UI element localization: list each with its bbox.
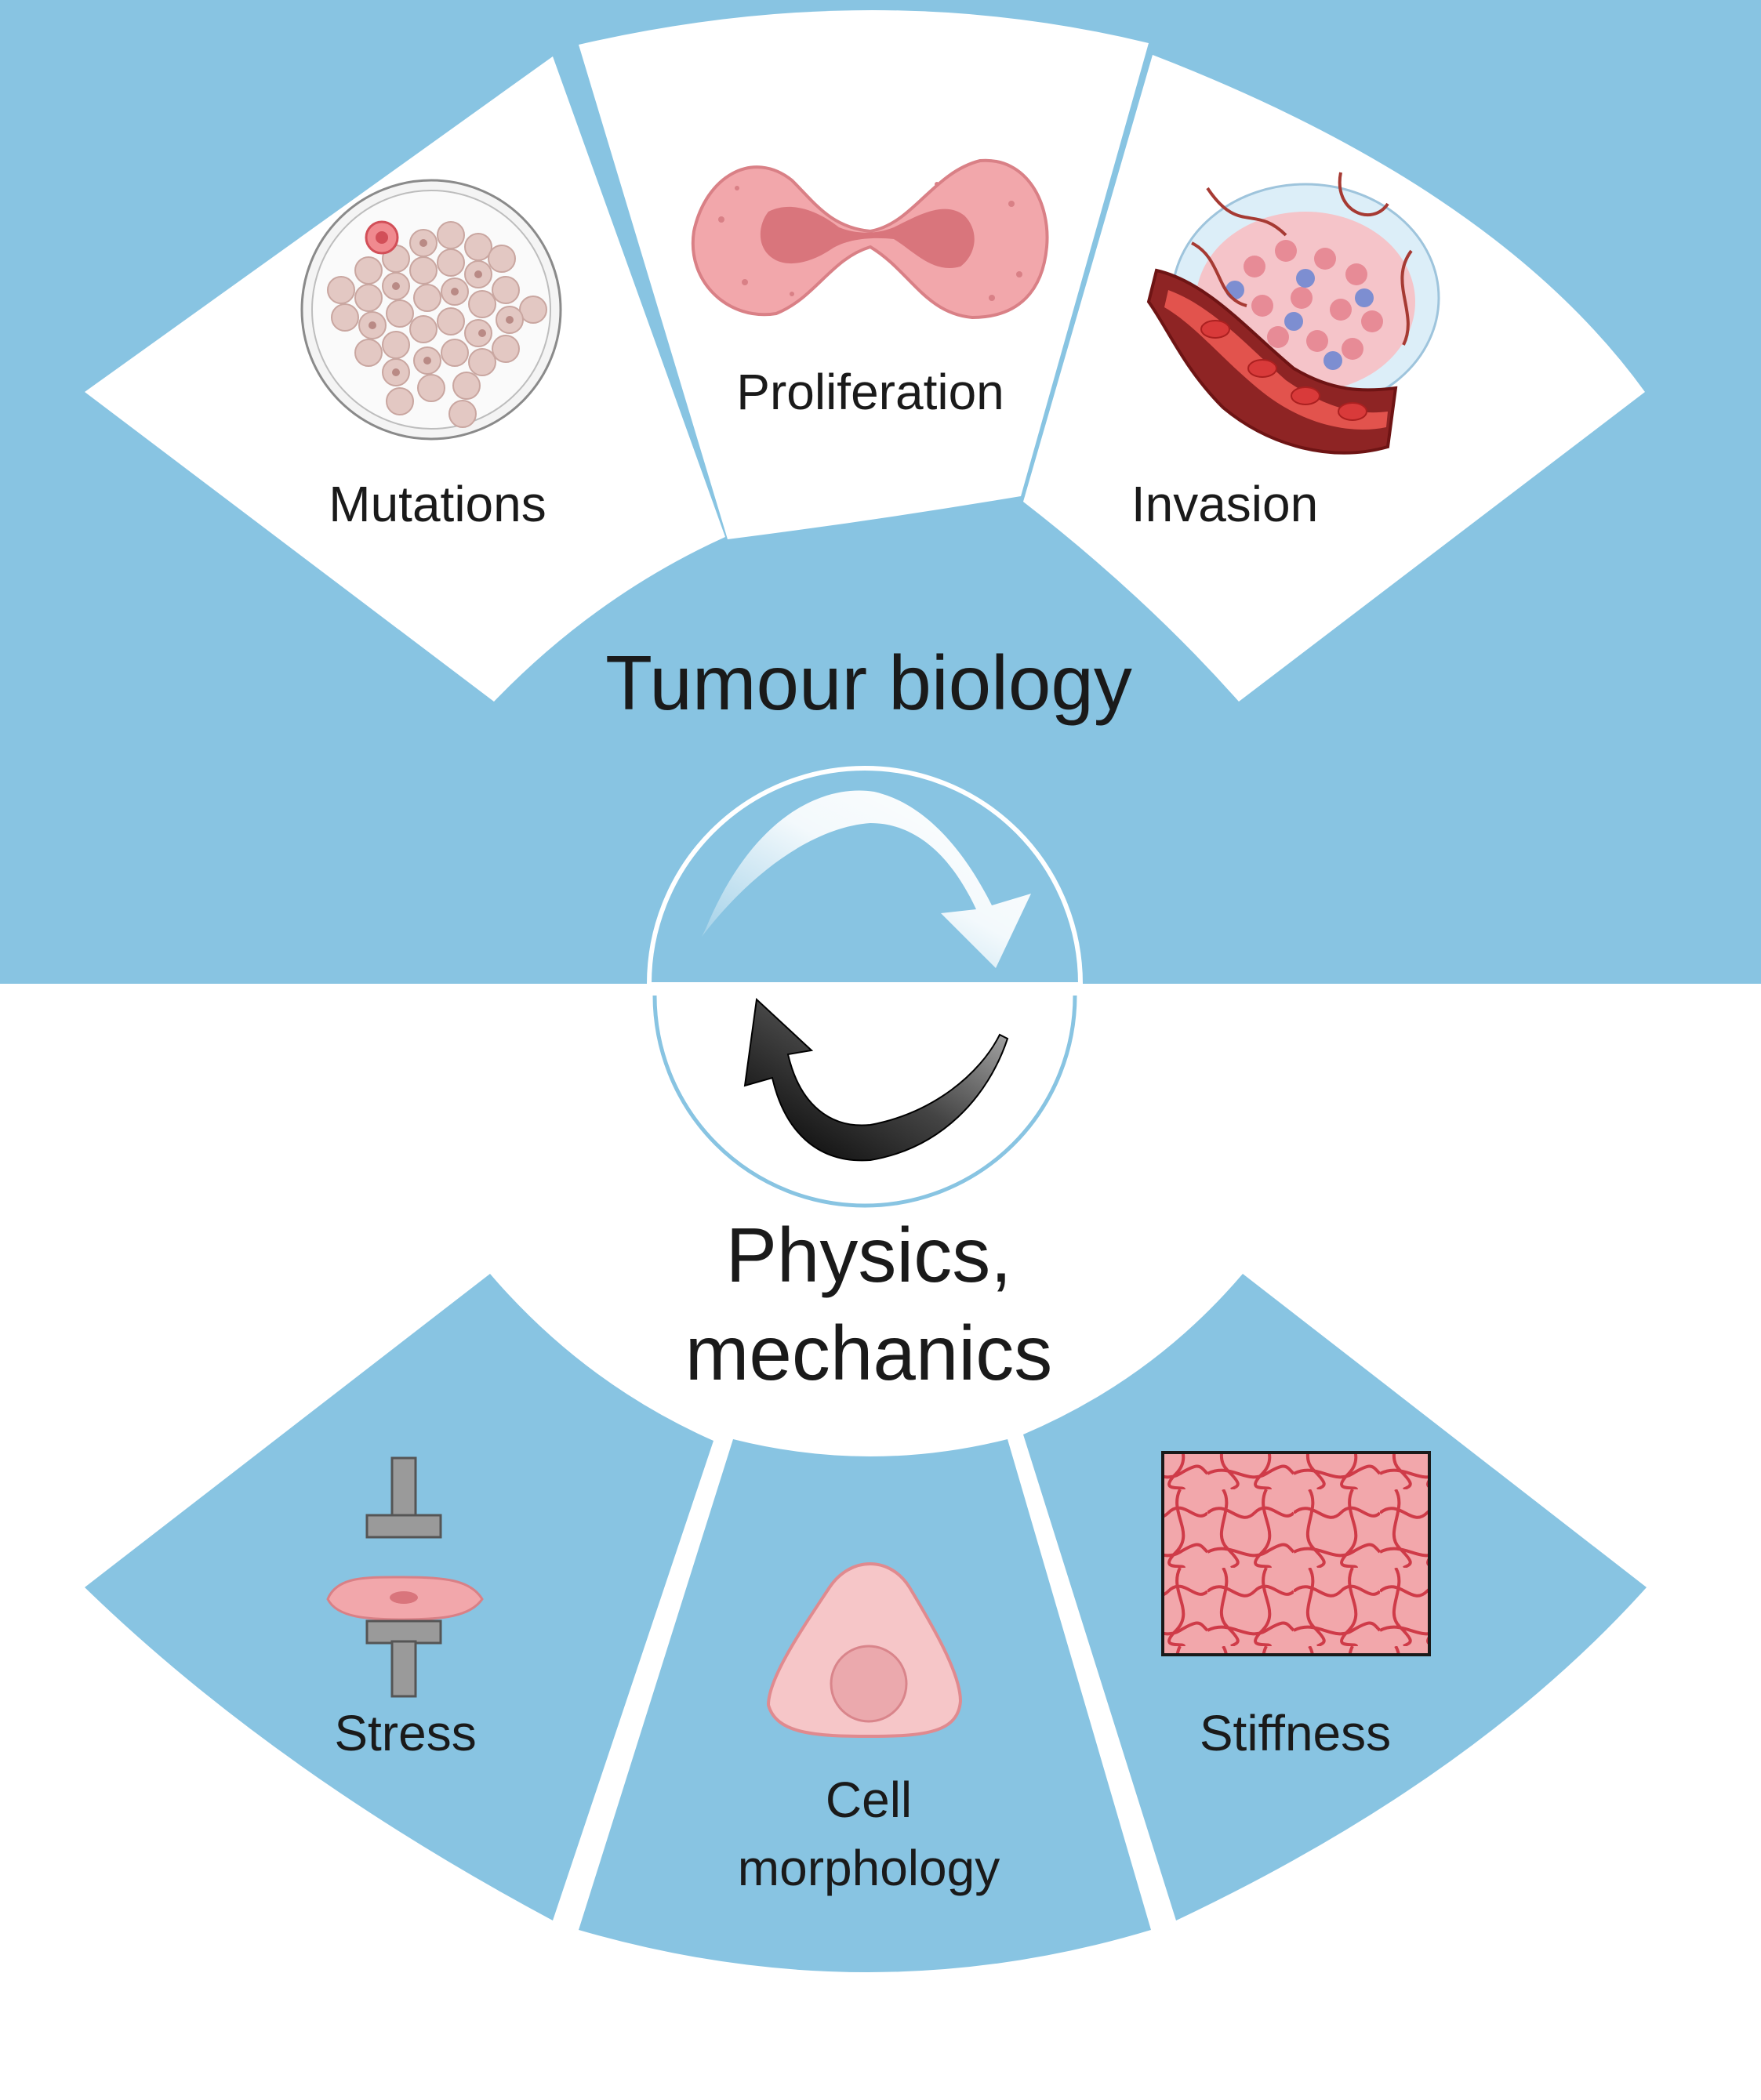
petri-dish-icon [300,179,562,441]
segment-mutations-label: Mutations [329,476,546,532]
cycle-arrows-icon [647,766,1083,1208]
segment-morphology-label-line2: morphology [738,1840,1000,1896]
segment-proliferation-bg [579,9,1149,539]
bottom-section-title-line1: Physics, [726,1212,1012,1298]
top-section-title: Tumour biology [605,640,1132,726]
segment-morphology-label-line1: Cell [826,1772,912,1828]
bottom-section-title-line2: mechanics [685,1310,1052,1396]
triangular-cell-icon [766,1562,963,1739]
white-arrow [702,790,1031,968]
segment-proliferation-label: Proliferation [736,364,1004,420]
segment-stiffness-label: Stiffness [1200,1705,1391,1761]
compressed-cell-icon [326,1456,484,1698]
fiber-mesh-icon [1161,1451,1431,1656]
segment-invasion-label: Invasion [1131,476,1318,532]
dividing-cell-icon [691,158,1049,320]
segment-stress-label: Stress [334,1705,476,1761]
tumor-vessel-icon [1146,172,1440,455]
black-arrow [743,997,1009,1162]
